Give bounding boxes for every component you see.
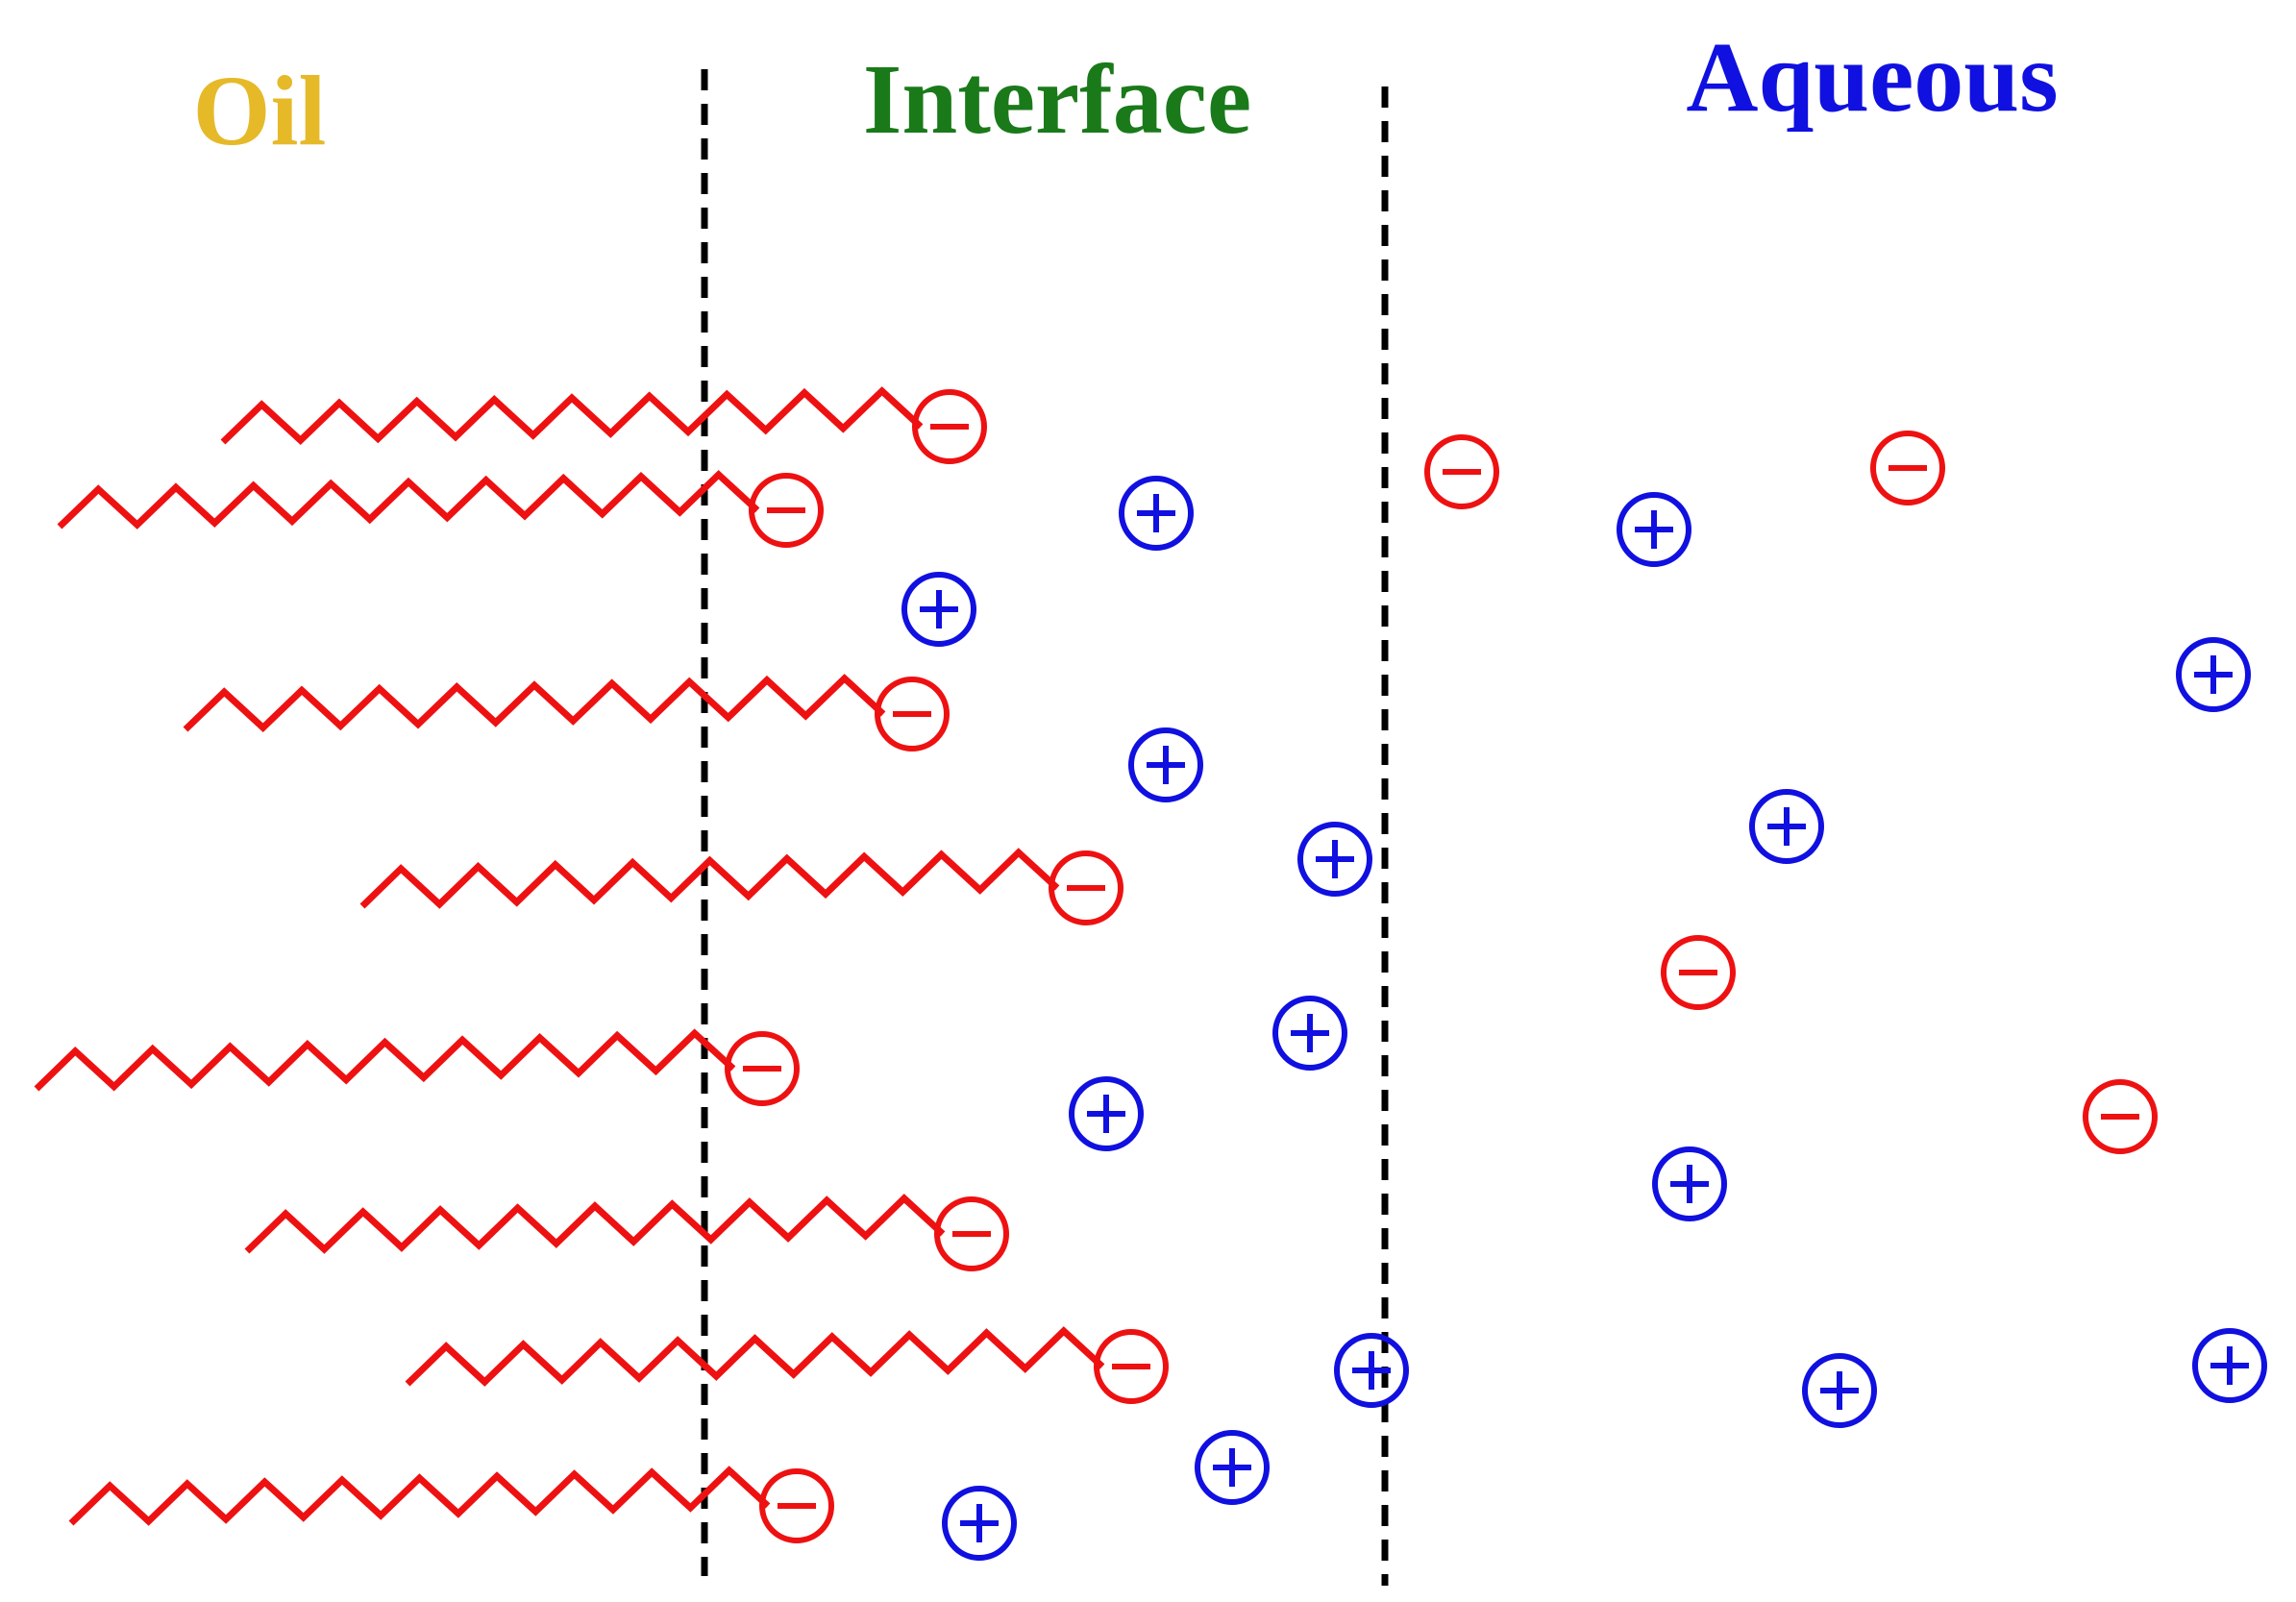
oil-label: Oil — [193, 56, 327, 166]
anion-circle — [1870, 431, 1945, 505]
cation-circle — [1272, 996, 1347, 1071]
anion-head-7 — [759, 1468, 834, 1543]
anion-head-2 — [875, 677, 950, 752]
cation-circle — [1802, 1353, 1877, 1428]
cation-circle — [1119, 476, 1194, 551]
anion-free-1 — [1870, 431, 1945, 505]
cation-circle — [1128, 727, 1203, 802]
surfactant-tail-7 — [68, 1466, 771, 1526]
cation-9 — [1617, 492, 1691, 567]
anion-circle — [1094, 1329, 1169, 1404]
anion-head-0 — [912, 389, 987, 464]
anion-head-5 — [934, 1196, 1009, 1271]
cation-0 — [1119, 476, 1194, 551]
cation-7 — [1195, 1430, 1270, 1505]
anion-circle — [1661, 935, 1736, 1010]
surfactant-tail-1 — [57, 470, 760, 530]
surfactant-tail-0 — [220, 386, 924, 446]
anion-circle — [1424, 434, 1499, 509]
cation-11 — [1749, 789, 1824, 864]
cation-8 — [942, 1486, 1017, 1561]
surfactant-tail-2 — [183, 674, 886, 733]
anion-head-3 — [1049, 850, 1123, 925]
surfactant-tail-4 — [34, 1028, 736, 1092]
cation-4 — [1272, 996, 1347, 1071]
anion-free-0 — [1424, 434, 1499, 509]
cation-1 — [901, 572, 976, 647]
anion-circle — [875, 677, 950, 752]
surfactant-tail-6 — [405, 1326, 1105, 1387]
cation-5 — [1069, 1076, 1144, 1151]
anion-circle — [2083, 1079, 2158, 1154]
cation-circle — [1749, 789, 1824, 864]
cation-2 — [1128, 727, 1203, 802]
cation-10 — [2176, 637, 2251, 712]
cation-circle — [1617, 492, 1691, 567]
cation-14 — [2192, 1328, 2267, 1403]
surfactant-tail-3 — [359, 848, 1060, 909]
anion-head-1 — [749, 473, 824, 548]
anion-circle — [725, 1031, 800, 1106]
cation-circle — [942, 1486, 1017, 1561]
anion-free-2 — [1661, 935, 1736, 1010]
cation-6 — [1334, 1333, 1409, 1408]
anion-head-6 — [1094, 1329, 1169, 1404]
anion-circle — [759, 1468, 834, 1543]
cation-circle — [901, 572, 976, 647]
interface-label: Interface — [863, 44, 1251, 155]
anion-head-4 — [725, 1031, 800, 1106]
anion-circle — [934, 1196, 1009, 1271]
cation-circle — [1652, 1146, 1727, 1221]
anion-circle — [1049, 850, 1123, 925]
cation-13 — [1802, 1353, 1877, 1428]
cation-circle — [1195, 1430, 1270, 1505]
surfactant-chains — [34, 386, 1105, 1526]
ions — [725, 389, 2267, 1561]
surfactant-tail-5 — [244, 1194, 946, 1254]
cation-circle — [1297, 822, 1372, 897]
anion-free-3 — [2083, 1079, 2158, 1154]
cation-circle — [2192, 1328, 2267, 1403]
aqueous-label: Aqueous — [1686, 22, 2058, 133]
cation-3 — [1297, 822, 1372, 897]
anion-circle — [912, 389, 987, 464]
cation-circle — [1069, 1076, 1144, 1151]
cation-circle — [1334, 1333, 1409, 1408]
cation-circle — [2176, 637, 2251, 712]
cation-12 — [1652, 1146, 1727, 1221]
anion-circle — [749, 473, 824, 548]
